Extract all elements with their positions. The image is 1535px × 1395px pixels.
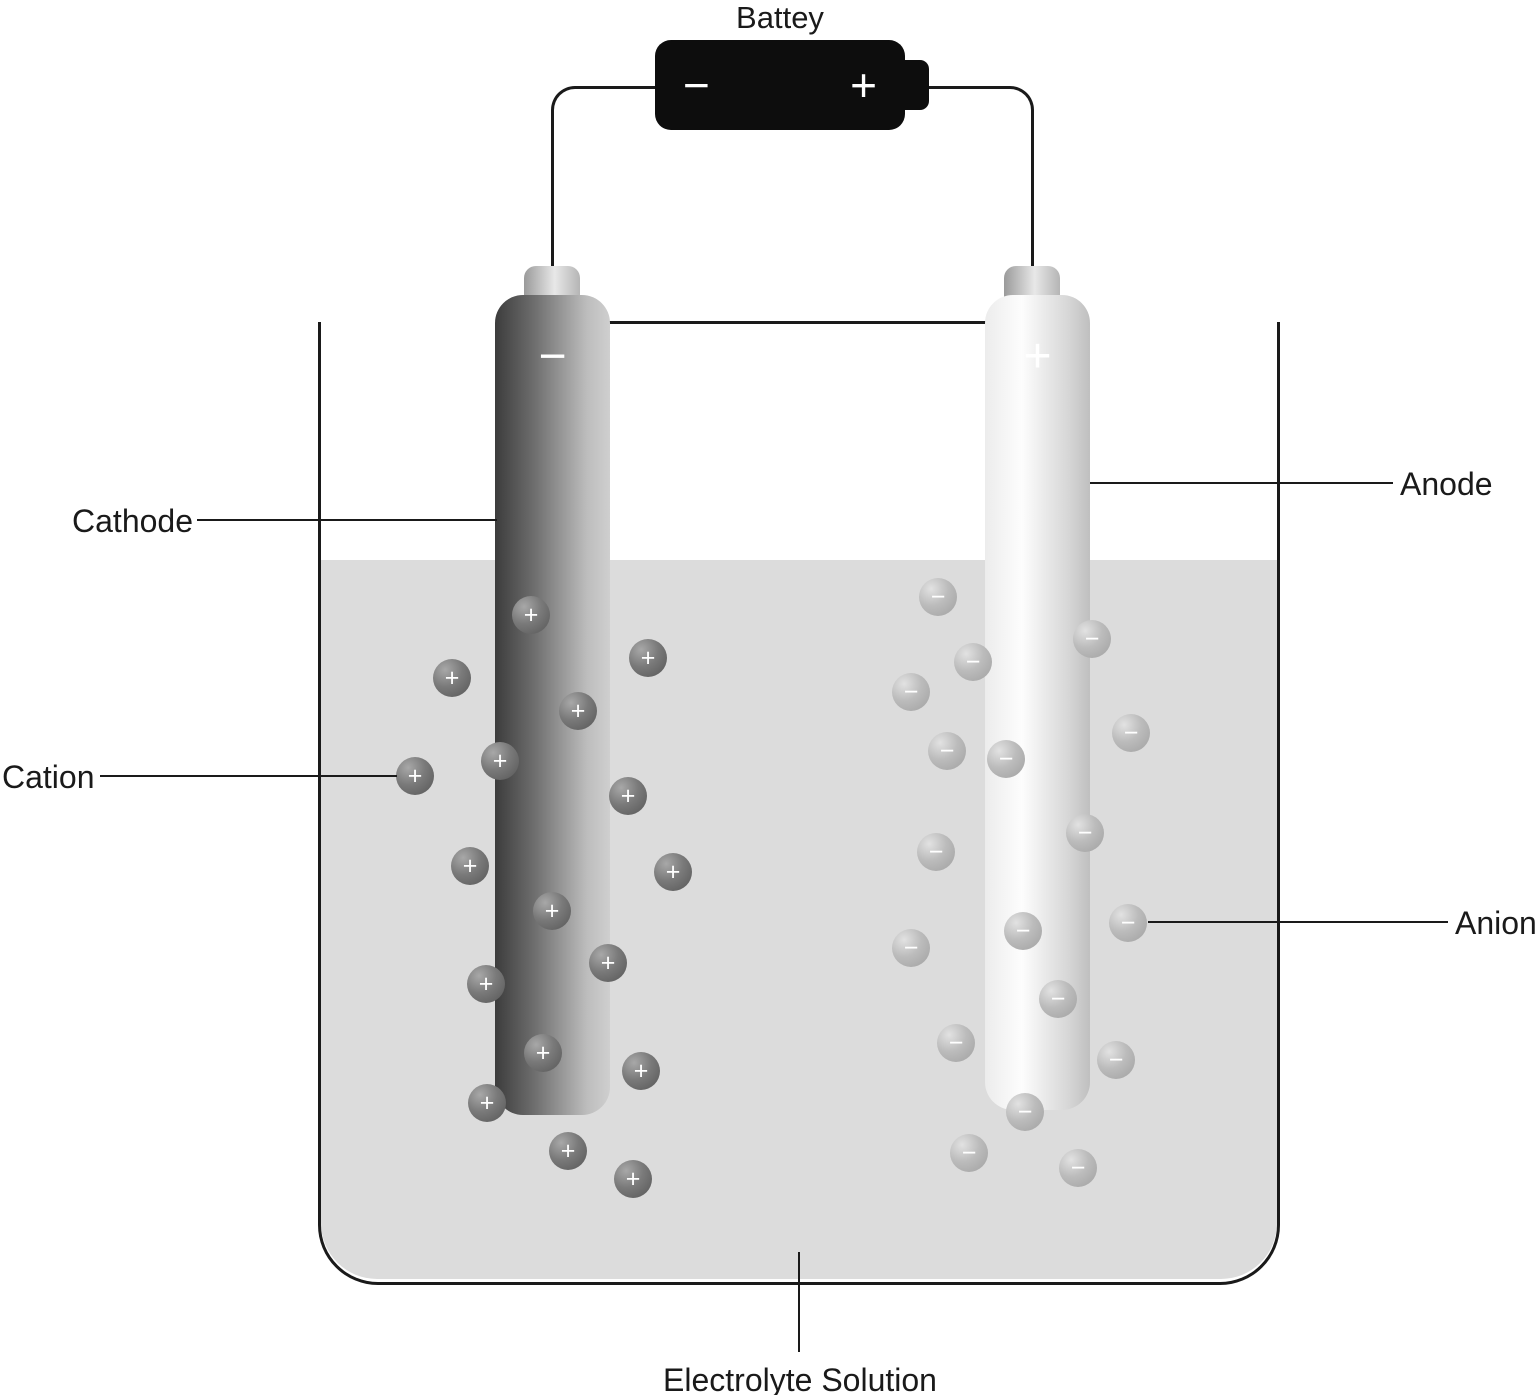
beaker-outline	[318, 322, 1280, 1285]
wire-right	[926, 86, 1034, 270]
anode-electrode: +	[985, 295, 1090, 1110]
cation-label: Cation	[2, 759, 95, 795]
battery-minus-symbol: −	[683, 59, 710, 111]
cathode-minus-symbol: −	[538, 330, 567, 383]
anode-label: Anode	[1400, 466, 1493, 502]
beaker-rim-line	[550, 321, 1040, 324]
battery: − +	[655, 40, 905, 130]
cation-leader-line	[100, 775, 397, 777]
cathode-electrode: −	[495, 295, 610, 1115]
battery-plus-symbol: +	[850, 59, 877, 111]
cathode-leader-line	[197, 519, 497, 521]
battery-label: Battey	[736, 0, 824, 35]
electrolyte-solution-label: Electrolyte Solution	[663, 1362, 937, 1395]
anode-plus-symbol: +	[1023, 330, 1052, 383]
wire-left	[551, 86, 658, 270]
electrolyte-solution-leader-line	[798, 1252, 800, 1352]
battery-terminal-nub	[903, 60, 929, 110]
anode-leader-line	[1090, 482, 1393, 484]
anion-leader-line	[1148, 921, 1448, 923]
cathode-label: Cathode	[72, 503, 193, 539]
anion-label: Anion	[1455, 905, 1535, 941]
